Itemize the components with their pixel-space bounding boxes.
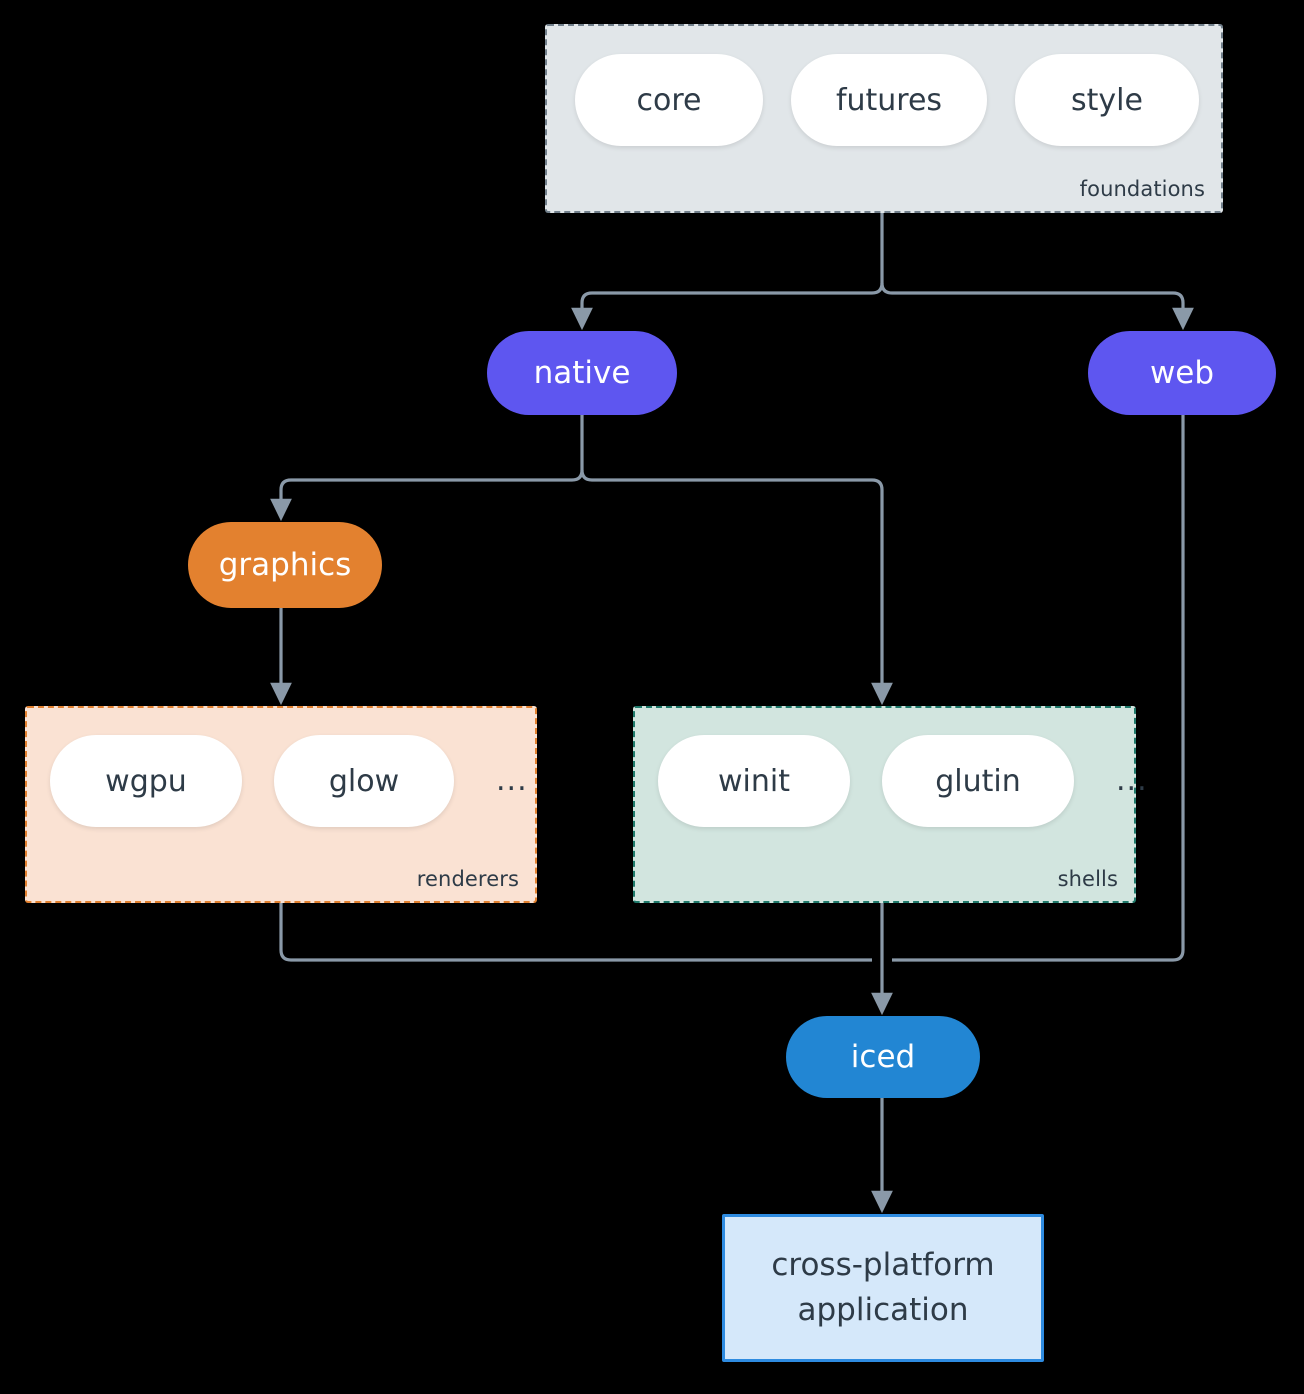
group-renderers[interactable]: wgpu glow ... renderers (25, 706, 537, 903)
group-shells[interactable]: winit glutin ... shells (633, 706, 1147, 903)
shells-more-ellipsis: ... (1116, 763, 1148, 798)
renderers-more-ellipsis: ... (496, 763, 528, 798)
edge-native-graphics (270, 415, 584, 522)
edge-renderers-iced (279, 903, 872, 962)
application-line-1: cross-platform (771, 1247, 995, 1284)
node-glow[interactable]: glow (274, 735, 454, 827)
foundations-item-row: core futures style (575, 54, 1199, 146)
edge-foundations-native (571, 213, 884, 331)
node-wgpu[interactable]: wgpu (50, 735, 242, 827)
application-line-2: application (797, 1292, 969, 1328)
edge-foundations-web (880, 282, 1194, 331)
node-style[interactable]: style (1015, 54, 1199, 146)
node-winit[interactable]: winit (658, 735, 850, 827)
group-label-shells: shells (1057, 867, 1118, 891)
node-glutin[interactable]: glutin (882, 735, 1074, 827)
group-label-renderers: renderers (416, 867, 519, 891)
group-foundations[interactable]: core futures style foundations (545, 24, 1223, 213)
node-web[interactable]: web (1088, 331, 1276, 415)
renderers-item-row: wgpu glow ... (50, 735, 528, 827)
edge-native-shells (580, 469, 893, 706)
shells-item-row: winit glutin ... (658, 735, 1148, 827)
node-native[interactable]: native (487, 331, 677, 415)
node-core[interactable]: core (575, 54, 763, 146)
group-label-foundations: foundations (1079, 177, 1205, 201)
node-iced[interactable]: iced (786, 1016, 980, 1098)
node-futures[interactable]: futures (791, 54, 987, 146)
node-cross-platform-application[interactable]: cross-platform application (722, 1214, 1044, 1362)
node-graphics[interactable]: graphics (188, 522, 382, 608)
